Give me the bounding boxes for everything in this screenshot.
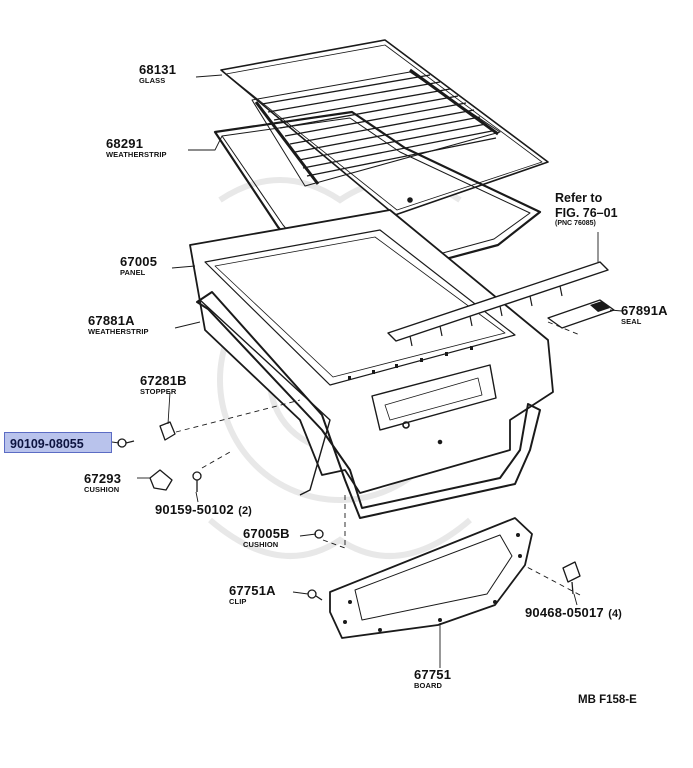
part-number: 67281B (140, 373, 187, 388)
back-door-panel-part (189, 209, 554, 494)
part-number: 68291 (106, 136, 144, 151)
label-cushion-67293: 67293 CUSHION (84, 472, 121, 494)
glass-part (220, 39, 549, 216)
bolt-90159-part (192, 471, 202, 492)
part-name: GLASS (139, 76, 166, 85)
part-name: WEATHERSTRIP (88, 327, 149, 336)
highlighted-part-text: 90109-08055 (10, 437, 84, 451)
part-name: CUSHION (84, 485, 120, 494)
label-cushion-67005b: 67005B CUSHION (243, 527, 290, 549)
label-bolt-90159: 90159-50102 (2) (155, 502, 252, 518)
part-number: 67891A (621, 303, 668, 318)
label-stopper: 67281B STOPPER (140, 374, 187, 396)
garnish-strip-part (387, 261, 609, 347)
reference-line-1: Refer to (555, 191, 603, 205)
clip-67751a-part (307, 589, 323, 601)
label-weatherstrip-door: 67881A WEATHERSTRIP (88, 314, 149, 336)
part-number: 67005 (120, 254, 158, 269)
part-qty: (4) (608, 608, 622, 620)
label-clip: 67751A CLIP (229, 584, 276, 606)
part-name: STOPPER (140, 387, 177, 396)
part-number: 67751 (414, 667, 452, 682)
part-number: 68131 (139, 62, 177, 77)
stopper-part (159, 421, 176, 441)
highlighted-part-number[interactable]: 90109-08055 (4, 432, 112, 453)
part-name: WEATHERSTRIP (106, 150, 167, 159)
cushion-67005b-part (314, 529, 324, 539)
clip-nut-part (562, 561, 581, 595)
part-number: 67881A (88, 313, 135, 328)
bolt-90109-part (117, 438, 135, 448)
seal-part (547, 299, 615, 329)
part-number: 67293 (84, 471, 122, 486)
label-seal: 67891A SEAL (621, 304, 668, 326)
reference-line-3: (PNC 76085) (555, 220, 596, 227)
reference-note: Refer to FIG. 76–01 (PNC 76085) (555, 192, 618, 227)
part-number: 67751A (229, 583, 276, 598)
label-weatherstrip-glass: 68291 WEATHERSTRIP (106, 137, 167, 159)
label-glass: 68131 GLASS (139, 63, 176, 85)
leader-lines (111, 74, 623, 668)
label-clip-nut: 90468-05017 (4) (525, 605, 622, 621)
part-name: SEAL (621, 317, 642, 326)
part-number: 67005B (243, 526, 290, 541)
reference-line-2: FIG. 76–01 (555, 205, 618, 220)
figure-code: MB F158-E (578, 694, 637, 706)
part-qty: (2) (238, 505, 252, 517)
part-number: 90468-05017 (525, 605, 604, 620)
door-weatherstrip-part (196, 291, 541, 519)
cushion-67293-part (149, 469, 173, 491)
part-name: CLIP (229, 597, 247, 606)
part-name: CUSHION (243, 540, 279, 549)
label-panel: 67005 PANEL (120, 255, 157, 277)
part-name: PANEL (120, 268, 146, 277)
part-name: BOARD (414, 681, 442, 690)
label-board: 67751 BOARD (414, 668, 451, 690)
part-number: 90159-50102 (155, 502, 234, 517)
board-part (329, 517, 533, 639)
